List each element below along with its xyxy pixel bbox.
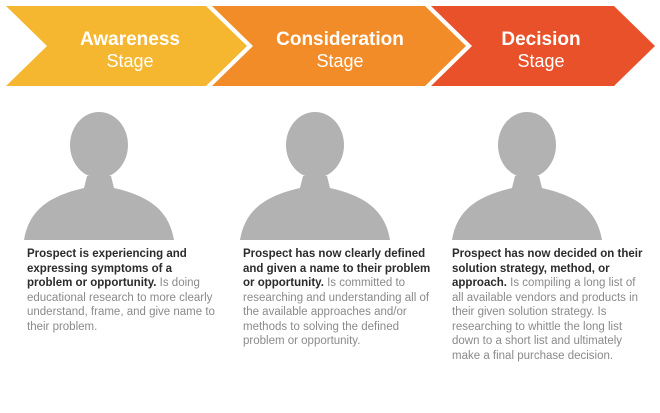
- consideration-stage-label: Consideration Stage: [240, 30, 440, 70]
- stage-title: Consideration: [276, 29, 404, 50]
- stage-title: Decision: [501, 29, 581, 50]
- stage-subtitle: Stage: [106, 51, 154, 71]
- decision-stage-label: Decision Stage: [441, 30, 641, 70]
- stage-detail-text: Is compiling a long list of all availabl…: [452, 277, 639, 362]
- stage-detail-text: Is committed to researching and understa…: [243, 277, 430, 347]
- stage-detail-text: Is doing educational research to more cl…: [27, 277, 215, 333]
- awareness-description: Prospect is experiencing and expressing …: [27, 247, 219, 334]
- stage-subtitle: Stage: [517, 51, 565, 71]
- stage-arrows: [6, 6, 655, 86]
- person-silhouette-icon: [452, 112, 602, 240]
- awareness-stage-label: Awareness Stage: [30, 30, 230, 70]
- person-silhouette-icon: [240, 112, 390, 240]
- consideration-description: Prospect has now clearly defined and giv…: [243, 247, 435, 349]
- person-silhouette-icon: [24, 112, 174, 240]
- decision-description: Prospect has now decided on their soluti…: [452, 247, 644, 363]
- decision-arrow: [431, 6, 655, 86]
- stage-lead-text: Prospect has now decided on their soluti…: [452, 248, 643, 289]
- stage-title: Awareness: [80, 29, 180, 50]
- stage-lead-text: Prospect is experiencing and expressing …: [27, 248, 187, 289]
- awareness-arrow: [6, 6, 247, 86]
- stage-subtitle: Stage: [316, 51, 364, 71]
- consideration-arrow: [212, 6, 466, 86]
- stage-lead-text: Prospect has now clearly defined and giv…: [243, 248, 431, 289]
